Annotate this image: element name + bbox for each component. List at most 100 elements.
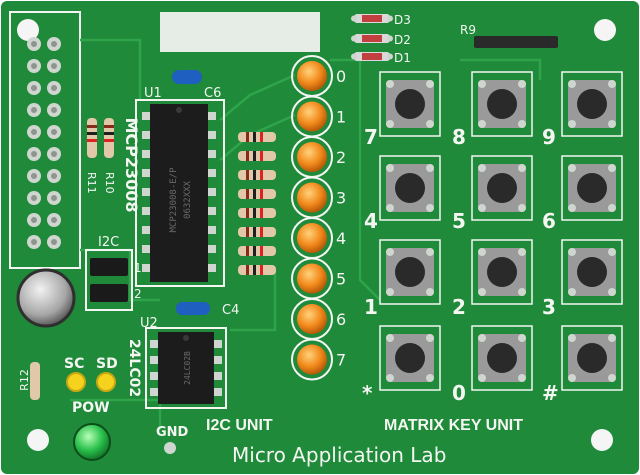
u2-pins [150, 340, 222, 396]
keypad-label: 4 [364, 209, 378, 233]
keypad-label: 7 [364, 125, 378, 149]
led-resistor [238, 189, 276, 199]
jumper-2-label: 2 [134, 287, 142, 301]
led-4 [297, 223, 327, 253]
button-cap [487, 257, 517, 287]
led-number-label: 4 [336, 229, 346, 248]
led-resistor [238, 246, 276, 256]
u1-pin [206, 169, 216, 177]
keypad-label: # [542, 381, 559, 405]
u1-pin [206, 207, 216, 215]
u2-pin [212, 372, 222, 380]
led-1 [297, 101, 327, 132]
led-7 [297, 344, 327, 375]
d3-ref: D3 [394, 13, 411, 27]
matrix-keypad [379, 71, 623, 391]
button-cap [487, 173, 517, 203]
u1-pin [142, 188, 152, 196]
keypad-label: 8 [452, 125, 466, 149]
d2-ref: D2 [394, 33, 411, 47]
u1-chip [150, 104, 208, 282]
u2-marking: 24LC02B [183, 351, 192, 385]
header-frame [9, 11, 81, 269]
electrolytic-capacitor [16, 268, 76, 328]
u2-pin [150, 356, 160, 364]
u1-pin [206, 245, 216, 253]
jumper-1 [90, 258, 128, 276]
u1-pin [142, 226, 152, 234]
c6-ref: C6 [204, 86, 221, 101]
led-resistor [238, 227, 276, 237]
u1-pin [206, 131, 216, 139]
c4-capacitor [176, 302, 210, 315]
keypad-label: 3 [542, 295, 556, 319]
u1-marking-1: MCP23008-E/P [169, 167, 179, 233]
r12-resistor [30, 362, 40, 400]
i2c-jumper-outline [85, 249, 133, 311]
button-cap [577, 173, 607, 203]
jumper-2 [90, 284, 128, 302]
led-5 [297, 263, 327, 294]
button-cap [395, 173, 425, 203]
r11-ref: R11 [85, 172, 98, 194]
u2-pin [212, 340, 222, 348]
u1-pin [206, 112, 216, 120]
i2c-unit-label: I2C UNIT [206, 417, 273, 434]
pow-label: POW [72, 400, 110, 416]
u2-outline [145, 327, 227, 409]
matrix-key-unit-label: MATRIX KEY UNIT [384, 417, 523, 434]
led-resistor [238, 151, 276, 161]
label-pad [160, 12, 320, 52]
button-cap [577, 343, 607, 373]
u1-marking-2: 0632XXX [183, 180, 193, 219]
u1-pin [142, 112, 152, 120]
u1-pin [142, 207, 152, 215]
led-6 [297, 304, 327, 334]
i2c-jumper-ref: I2C [98, 235, 119, 250]
r9-ref: R9 [460, 23, 476, 37]
mounting-holes [17, 19, 616, 451]
sd-label: SD [96, 356, 118, 372]
u2-pin [212, 388, 222, 396]
button-cap [395, 257, 425, 287]
button-cap [395, 343, 425, 373]
u2-pin [212, 356, 222, 364]
button-cap [577, 89, 607, 119]
u1-pin [142, 131, 152, 139]
u2-chip [158, 332, 214, 404]
led-2 [297, 142, 327, 172]
u1-part-label: MCP23008 [122, 117, 141, 212]
u1-ref: U1 [144, 86, 162, 101]
diodes [351, 14, 393, 61]
power-led [73, 423, 111, 461]
c4-ref: C4 [222, 303, 239, 318]
u1-pin [142, 150, 152, 158]
sc-label: SC [64, 356, 84, 372]
led-resistor [238, 265, 276, 275]
button-cap [487, 343, 517, 373]
u1-pin [206, 226, 216, 234]
led-number-label: 2 [336, 148, 346, 167]
r10-ref: R10 [103, 172, 116, 194]
led-number-label: 3 [336, 189, 346, 208]
u2-pin [150, 340, 160, 348]
u1-pin [206, 188, 216, 196]
r9-network [474, 36, 558, 48]
u1-pin [142, 245, 152, 253]
button-cap [395, 89, 425, 119]
u2-pin [150, 372, 160, 380]
led-resistors [238, 132, 276, 275]
led-resistor [238, 170, 276, 180]
led-0 [297, 61, 327, 91]
u1-pin [206, 150, 216, 158]
button-cap [487, 89, 517, 119]
keypad-label: 1 [364, 295, 378, 319]
led-3 [297, 182, 327, 213]
resistors-r10-r11 [87, 118, 114, 158]
keypad-label: 2 [452, 295, 466, 319]
u1-pin [142, 264, 152, 272]
pin-header [27, 37, 61, 249]
